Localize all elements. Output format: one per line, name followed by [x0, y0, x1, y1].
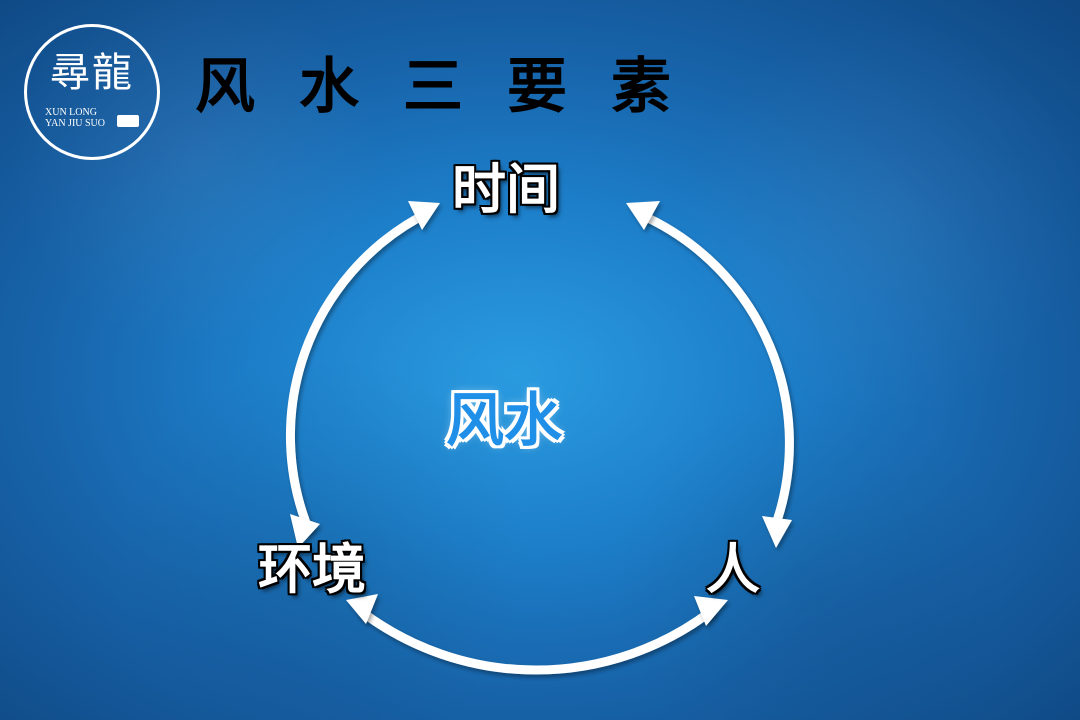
arrowhead-bottom-left: [346, 594, 378, 624]
arrowhead-top-left: [408, 201, 440, 230]
node-person: 人: [706, 538, 760, 601]
slide-title: 风水三要素: [195, 52, 715, 122]
center-label-fengshui: 风水: [446, 386, 563, 454]
logo-line-1: XUN LONG: [45, 107, 97, 118]
arrowhead-left-bottom: [290, 514, 320, 548]
arrowhead-top-right: [626, 201, 660, 230]
arrowhead-right-bottom: [762, 516, 792, 548]
xunlong-logo: 尋龍 XUN LONG YAN JIU SUO: [24, 24, 160, 160]
arrow-environment-person: [357, 607, 715, 675]
arrow-time-person: [643, 213, 794, 529]
logo-seal: [117, 115, 139, 127]
arrow-time-environment: [285, 213, 423, 533]
logo-subtitle: XUN LONG YAN JIU SUO: [45, 107, 105, 129]
arrowhead-bottom-right: [694, 596, 728, 626]
logo-mark: 尋龍: [50, 50, 134, 96]
node-time: 时间: [452, 158, 560, 221]
logo-line-2: YAN JIU SUO: [45, 118, 106, 129]
node-environment: 环境: [258, 538, 366, 601]
